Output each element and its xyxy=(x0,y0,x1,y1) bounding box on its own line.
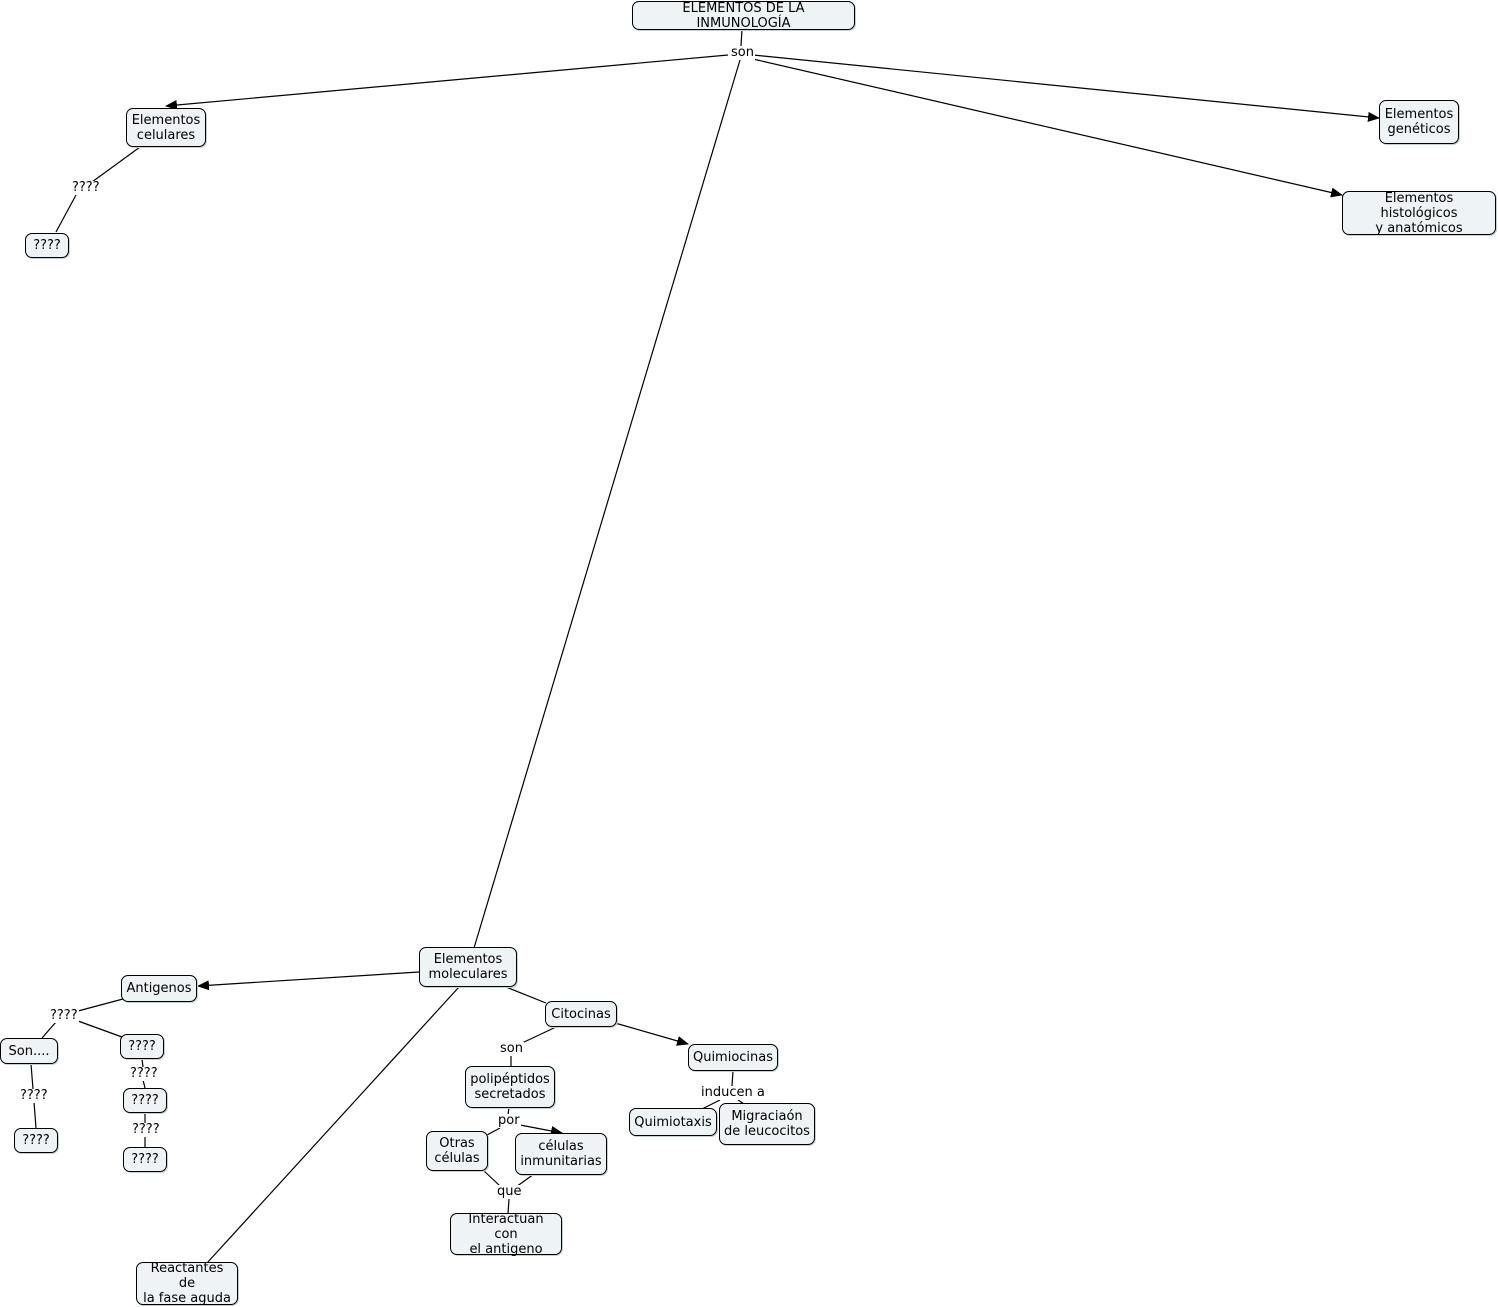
link-inducen-a[interactable]: inducen a xyxy=(700,1085,766,1100)
link-por[interactable]: por xyxy=(497,1113,521,1128)
concept-interactuan[interactable]: Interactuan con el antigeno xyxy=(450,1212,562,1257)
concept-quimiocinas[interactable]: Quimiocinas xyxy=(688,1044,778,1071)
concept-elementos-moleculares[interactable]: Elementos moleculares xyxy=(419,947,517,987)
concept-unknown-c[interactable]: ???? xyxy=(123,1147,167,1172)
concept-reactantes[interactable]: Reactantes de la fase aguda xyxy=(136,1261,238,1306)
link-unknown-2[interactable]: ???? xyxy=(131,1122,161,1137)
link-antigenos-unknown[interactable]: ???? xyxy=(49,1008,79,1023)
link-son-unknown[interactable]: ???? xyxy=(19,1088,49,1103)
concept-son-unknown[interactable]: ???? xyxy=(14,1128,58,1153)
concept-quimiotaxis[interactable]: Quimiotaxis xyxy=(629,1108,717,1136)
concept-otras-celulas[interactable]: Otras células xyxy=(426,1131,488,1171)
concept-son[interactable]: Son.... xyxy=(0,1038,58,1064)
link-que[interactable]: que xyxy=(496,1184,523,1199)
link-citocinas-son[interactable]: son xyxy=(499,1041,524,1056)
concept-celulares-unknown[interactable]: ???? xyxy=(25,233,69,258)
concept-celulas-inmunitarias[interactable]: células inmunitarias xyxy=(515,1133,607,1175)
link-son-root[interactable]: son xyxy=(730,45,755,60)
concept-polipeptidos[interactable]: polipéptidos secretados xyxy=(465,1066,555,1108)
concept-root[interactable]: ELEMENTOS DE LA INMUNOLOGÍA xyxy=(632,1,855,31)
concept-elementos-celulares[interactable]: Elementos celulares xyxy=(126,108,206,147)
concept-migracion-leucocitos[interactable]: Migraciaón de leucocitos xyxy=(719,1103,815,1145)
concept-unknown-b[interactable]: ???? xyxy=(123,1088,167,1113)
link-celulares-unknown[interactable]: ???? xyxy=(71,180,101,195)
concept-unknown-a[interactable]: ???? xyxy=(120,1034,164,1059)
concept-elementos-histologicos[interactable]: Elementos histológicos y anatómicos xyxy=(1342,191,1496,236)
concept-citocinas[interactable]: Citocinas xyxy=(545,1001,617,1027)
link-unknown-1[interactable]: ???? xyxy=(129,1066,159,1081)
concept-antigenos[interactable]: Antigenos xyxy=(121,975,197,1002)
concept-elementos-geneticos[interactable]: Elementos genéticos xyxy=(1379,100,1459,144)
